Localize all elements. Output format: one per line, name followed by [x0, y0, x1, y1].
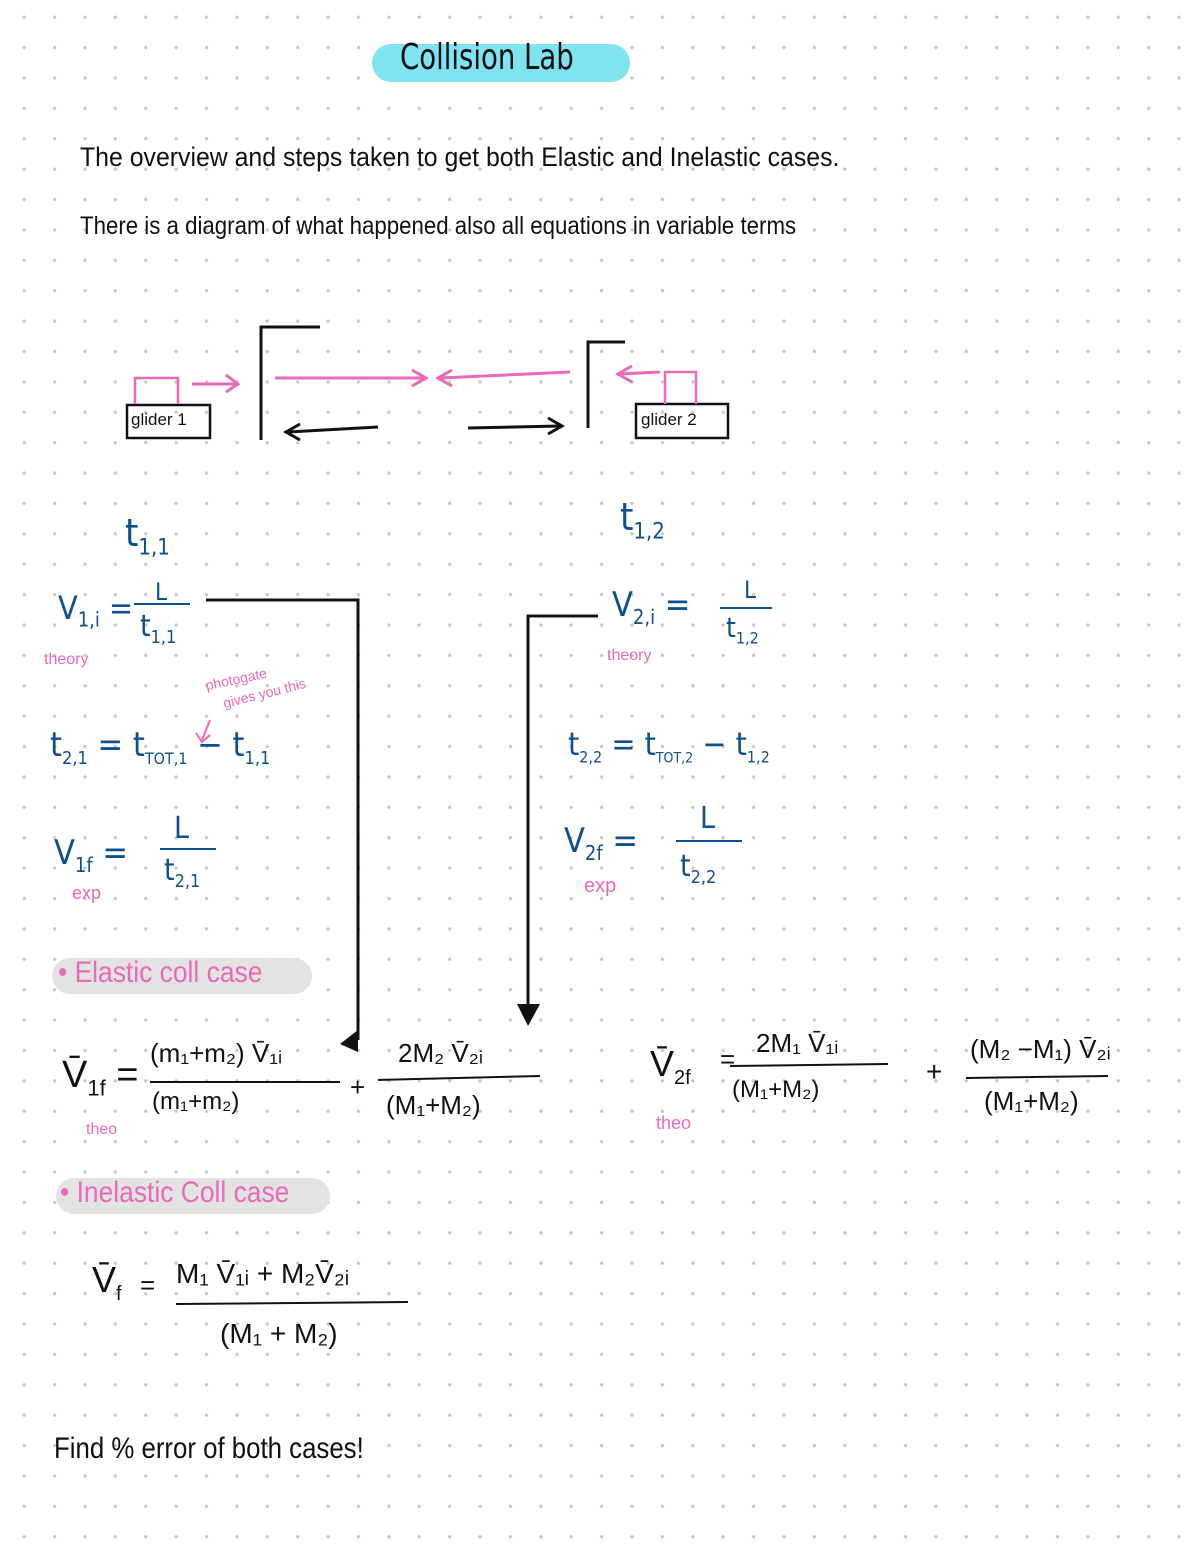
glider-2-box [634, 402, 730, 440]
elastic-v2f-theo-note: theo [656, 1113, 692, 1133]
right-wall [586, 340, 625, 428]
v1i-denominator: t1,1 [140, 609, 177, 648]
v2f-lhs: V2f = [564, 821, 639, 865]
t12-label: t1,2 [620, 495, 665, 545]
glider-1-label: glider 1 [131, 410, 187, 429]
v2i-numerator: L [744, 576, 757, 604]
v1f-denominator: t2,1 [164, 853, 201, 892]
v2f-denominator: t2,2 [680, 849, 717, 888]
fraction-bars [134, 603, 1109, 1305]
footer-note: Find % error of both cases! [54, 1432, 364, 1465]
inelastic-lhs: V̄f [92, 1259, 122, 1306]
t22-equation: t2,2 = tTOT,2 − t1,2 [568, 725, 770, 767]
elastic-term1-numerator: (m₁+m₂) V̄₁ᵢ [150, 1038, 283, 1068]
elastic-v1f-lhs: V̄1f = [62, 1054, 139, 1101]
title-highlight [372, 44, 630, 82]
elastic-heading-highlight [52, 958, 312, 994]
glider-1-flag [133, 376, 180, 404]
inelastic-numerator: M₁ V̄₁ᵢ + M₂V̄₂ᵢ [176, 1258, 350, 1289]
v2i-theory-note: theory [607, 647, 652, 664]
pink-motion-arrows [192, 364, 661, 394]
v1f-lhs: V1f = [54, 833, 129, 877]
glider-2-flag [663, 370, 698, 404]
elastic-term3-denominator: (M₁+M₂) [732, 1076, 820, 1103]
elastic-term4-denominator: (M₁+M₂) [984, 1086, 1079, 1116]
elastic-v2f-lhs: V̄2f [650, 1043, 691, 1090]
left-wall [259, 325, 320, 440]
elastic-term2-numerator: 2M₂ V̄₂ᵢ [398, 1038, 483, 1068]
elastic-term3-numerator: 2M₁ V̄₁ᵢ [756, 1028, 839, 1058]
glider-2-label: glider 2 [641, 410, 697, 429]
elastic-plus-2: + [926, 1056, 943, 1087]
glider-1-box [125, 403, 212, 440]
inelastic-heading: • Inelastic Coll case [60, 1176, 290, 1209]
v1i-numerator: L [155, 578, 168, 606]
elastic-v2f-equals: = [720, 1044, 736, 1074]
page-title: Collision Lab [400, 37, 574, 78]
black-motion-arrows [282, 416, 566, 442]
elastic-term4-numerator: (M₂ −M₁) V̄₂ᵢ [970, 1034, 1111, 1064]
intro-line-2: There is a diagram of what happened also… [80, 212, 797, 240]
elastic-term1-denominator: (m₁+m₂) [152, 1088, 240, 1115]
v1f-exp-note: exp [72, 883, 102, 903]
intro-line-1: The overview and steps taken to get both… [80, 142, 840, 172]
elastic-term2-denominator: (M₁+M₂) [386, 1090, 481, 1120]
v2f-fraction-bar [676, 840, 742, 842]
v1f-numerator: L [174, 811, 190, 846]
elastic-heading: • Elastic coll case [58, 956, 263, 989]
v2i-lhs: V2,i = [612, 585, 691, 629]
elastic-v1f-theo-note: theo [86, 1121, 118, 1138]
inelastic-denominator: (M₁ + M₂) [220, 1318, 338, 1349]
elastic-plus-1: + [350, 1072, 366, 1102]
connector-v1i [206, 598, 360, 1040]
connector-v2i [526, 614, 598, 1010]
v1f-fraction-bar [160, 848, 216, 850]
t21-equation: t2,1 = tTOT,1 − t1,1 [50, 725, 271, 769]
inelastic-heading-highlight [56, 1178, 330, 1214]
v1i-lhs: V1,i = [58, 589, 134, 632]
v2f-numerator: L [700, 801, 716, 836]
t11-label: t1,1 [125, 511, 170, 561]
v1i-theory-note: theory [44, 651, 89, 668]
inelastic-equals: = [140, 1270, 156, 1300]
v2f-exp-note: exp [584, 875, 617, 897]
v2i-denominator: t1,2 [726, 611, 759, 648]
photogate-arrow [195, 719, 211, 744]
